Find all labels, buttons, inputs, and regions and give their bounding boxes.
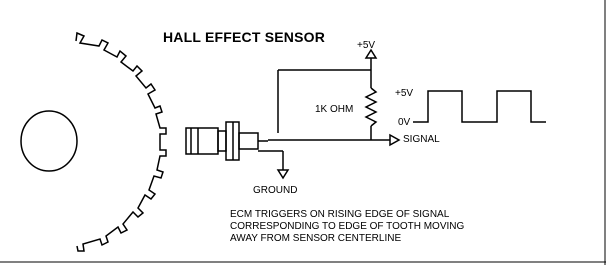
note-line: CORRESPONDING TO EDGE OF TOOTH MOVING — [230, 221, 465, 232]
signal-arrow-icon — [389, 133, 401, 147]
wheel-hub — [20, 110, 78, 172]
note-line: ECM TRIGGERS ON RISING EDGE OF SIGNAL — [230, 209, 450, 220]
wave-high-label: +5V — [395, 88, 414, 99]
reluctor-wheel — [75, 31, 167, 252]
supply-arrow-icon — [364, 48, 378, 59]
ground-label: GROUND — [253, 185, 298, 196]
diagram-title: HALL EFFECT SENSOR — [163, 29, 326, 45]
resistor-label: 1K OHM — [315, 104, 354, 115]
signal-label: SIGNAL — [403, 134, 440, 145]
hall-sensor — [185, 121, 283, 161]
wave-low-label: 0V — [398, 117, 411, 128]
square-wave — [413, 90, 546, 123]
ecm-trigger-note: ECM TRIGGERS ON RISING EDGE OF SIGNAL CO… — [230, 209, 464, 245]
circuit-wires — [268, 58, 390, 170]
note-line: AWAY FROM SENSOR CENTERLINE — [230, 233, 402, 244]
supply-voltage-label: +5V — [357, 40, 376, 51]
ground-arrow-icon — [276, 169, 290, 180]
